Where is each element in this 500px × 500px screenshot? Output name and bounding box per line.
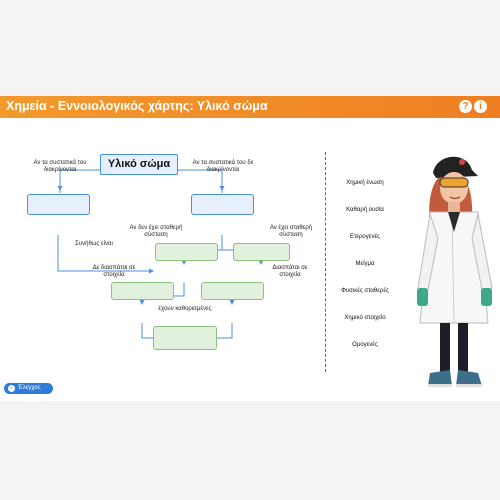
check-label: Έλεγχος [18,385,41,391]
check-icon: ✓ [8,385,15,392]
divider [325,152,326,372]
option-item[interactable]: Χημική ένωση [346,180,384,186]
drop-zone-pure-substance[interactable] [233,243,290,261]
activity-window: Χημεία - Εννοιολογικός χάρτης: Υλικό σώμ… [0,96,500,401]
root-concept: Υλικό σώμα [100,154,178,175]
left-branch-label: Αν τα συστατικά του διακρίνονται [33,160,87,173]
check-button[interactable]: ✓ Έλεγχος [4,383,53,394]
header-bar: Χημεία - Εννοιολογικός χάρτης: Υλικό σώμ… [0,96,500,118]
drop-zone-homogeneous[interactable] [191,194,254,215]
usually-label: Συνήθως είναι [75,241,113,247]
option-item[interactable]: Ετερογενές [349,234,381,240]
option-item[interactable]: Χημικό στοιχείο [344,315,386,321]
option-item[interactable]: Φυσικές σταθερές [341,288,389,294]
help-icon[interactable]: ? [459,100,472,113]
not-decomposed-label: Δε διασπάται σε στοιχεία [92,265,136,278]
drop-zone-compound[interactable] [201,282,264,300]
option-item[interactable]: Μείγμα [355,261,375,267]
decomposed-label: Διασπάται σε στοιχεία [272,265,308,278]
drop-zone-heterogeneous[interactable] [27,194,90,215]
info-icon[interactable]: i [474,100,487,113]
page-title: Χημεία - Εννοιολογικός χάρτης: Υλικό σώμ… [6,99,268,113]
option-item[interactable]: Καθαρή ουσία [346,207,384,213]
drop-zone-mixture[interactable] [155,243,218,261]
right-branch-label: Αν τα συστατικά του δε διακρίνονται [192,160,254,173]
option-item[interactable]: Ομογενές [352,342,378,348]
drop-zone-element[interactable] [111,282,174,300]
drop-zone-physical-constants[interactable] [153,326,217,350]
concept-map-area: Υλικό σώμα Αν τα συστατικά του διακρίνον… [0,118,500,401]
no-fixed-composition-label: Αν δεν έχει σταθερή σύσταση [129,225,183,238]
defined-label: έχουν καθορισμένες [158,306,212,312]
fixed-composition-label: Αν έχει σταθερή σύσταση [269,225,313,238]
scientist-character-illustration [417,156,493,387]
